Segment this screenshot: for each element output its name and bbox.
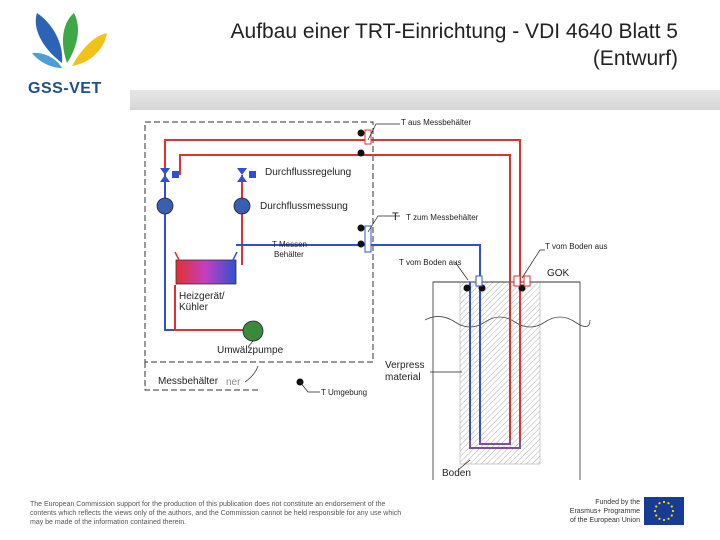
header-bar (130, 90, 720, 110)
leader-t-vom-right (521, 249, 545, 279)
eu-star-icon (655, 505, 658, 508)
leader-t-umgebung (299, 381, 320, 393)
eu-star-icon (658, 517, 661, 520)
cold-line (236, 244, 481, 440)
label-verpress: Verpress (385, 360, 425, 371)
label-t-vom-boden-right: T vom Boden aus (545, 242, 608, 251)
page-title: Aufbau einer TRT-Einrichtung - VDI 4640 … (150, 18, 678, 72)
sensor-t-messen-icon (357, 240, 365, 248)
label-t-messen: T Messen (272, 240, 307, 249)
eu-star-icon (670, 514, 673, 517)
pump-line (174, 285, 245, 331)
eu-star-icon (662, 500, 666, 504)
disclaimer-line-3: may be made of the information contained… (30, 519, 187, 526)
label-t-umgebung: T Umgebung (321, 388, 368, 397)
flow-meter-1-icon (156, 197, 174, 215)
label-heizgeraet: Heizgerät/ (179, 291, 225, 302)
logo-text: GSS-VET (28, 80, 102, 97)
label-ner: ner (226, 377, 241, 388)
sensor-t-zum-icon (357, 224, 365, 232)
eu-star-icon (653, 509, 657, 513)
eu-disclaimer: The European Commission support for the … (30, 500, 450, 527)
gss-vet-logo-icon (32, 13, 107, 68)
leader-t-aus (367, 123, 400, 141)
label-umwaelzpumpe: Umwälzpumpe (217, 345, 284, 356)
socket-5-icon (523, 275, 531, 287)
flow-control-valve-1-icon (160, 168, 179, 182)
label-material: material (385, 372, 421, 383)
machine-enclosure (144, 121, 374, 363)
label-t-vom-boden-mid: T vom Boden aus (399, 258, 462, 267)
borehole-area (459, 281, 541, 465)
u-tube-right (479, 440, 511, 445)
label-kuehler: Kühler (179, 302, 208, 313)
eu-star-icon (662, 518, 666, 522)
erasmus-line-3: of the European Union (569, 517, 640, 524)
leader-t-vom-mid (454, 261, 469, 281)
socket-1-icon (364, 129, 372, 145)
label-durchflussmessung: Durchflussmessung (260, 201, 348, 212)
flow-control-valve-2-icon (237, 168, 256, 182)
label-t-aus-messbehaelter: T aus Messbehälter (401, 118, 472, 127)
label-t-zum-messbehaelter: T zum Messbehälter (406, 213, 479, 222)
socket-4-icon (513, 275, 521, 287)
label-behaelter: Behälter (274, 250, 304, 259)
eu-star-icon (667, 517, 670, 520)
label-gok: GOK (547, 268, 570, 279)
disclaimer-line-2: contents which reflects the views only o… (30, 510, 402, 517)
label-t-symbol: T (392, 211, 399, 223)
label-durchflussregelung: Durchflussregelung (265, 167, 352, 178)
leader-boden (457, 459, 471, 471)
erasmus-line-2: Erasmus+ Programme (569, 508, 640, 515)
return-line (179, 154, 511, 440)
socket-3-icon (475, 275, 483, 287)
eu-star-icon (655, 514, 658, 517)
sensor-t-aus-2-icon (357, 149, 365, 157)
socket-2-icon (364, 225, 372, 253)
sensor-borehole-1-icon (463, 284, 471, 292)
erasmus-funding-text: Funded by the Erasmus+ Programme of the … (560, 498, 640, 525)
eu-star-icon (667, 502, 670, 505)
leader-t-zum (367, 215, 400, 233)
leader-umwaelz (247, 340, 254, 348)
label-boden: Boden (442, 468, 471, 479)
eu-star-icon (670, 505, 673, 508)
circulation-pump-icon (242, 320, 264, 342)
title-line-1: Aufbau einer TRT-Einrichtung - VDI 4640 … (230, 20, 678, 43)
eu-star-icon (671, 509, 675, 513)
sensor-t-aus-icon (357, 129, 365, 137)
heater-cooler-icon (175, 259, 237, 285)
erasmus-line-1: Funded by the (595, 499, 640, 506)
flow-meter-2-icon (233, 197, 251, 215)
water-table-line (424, 316, 591, 328)
messbehaelter-dashed-line (144, 362, 260, 391)
leader-messbehaelter (244, 365, 259, 383)
label-messbehaelter: Messbehälter (158, 376, 219, 387)
eu-flag-icon (644, 497, 684, 525)
eu-star-icon (658, 502, 661, 505)
title-line-2: (Entwurf) (592, 47, 678, 70)
u-tube-left (469, 440, 521, 449)
disclaimer-line-1: The European Commission support for the … (30, 501, 386, 508)
